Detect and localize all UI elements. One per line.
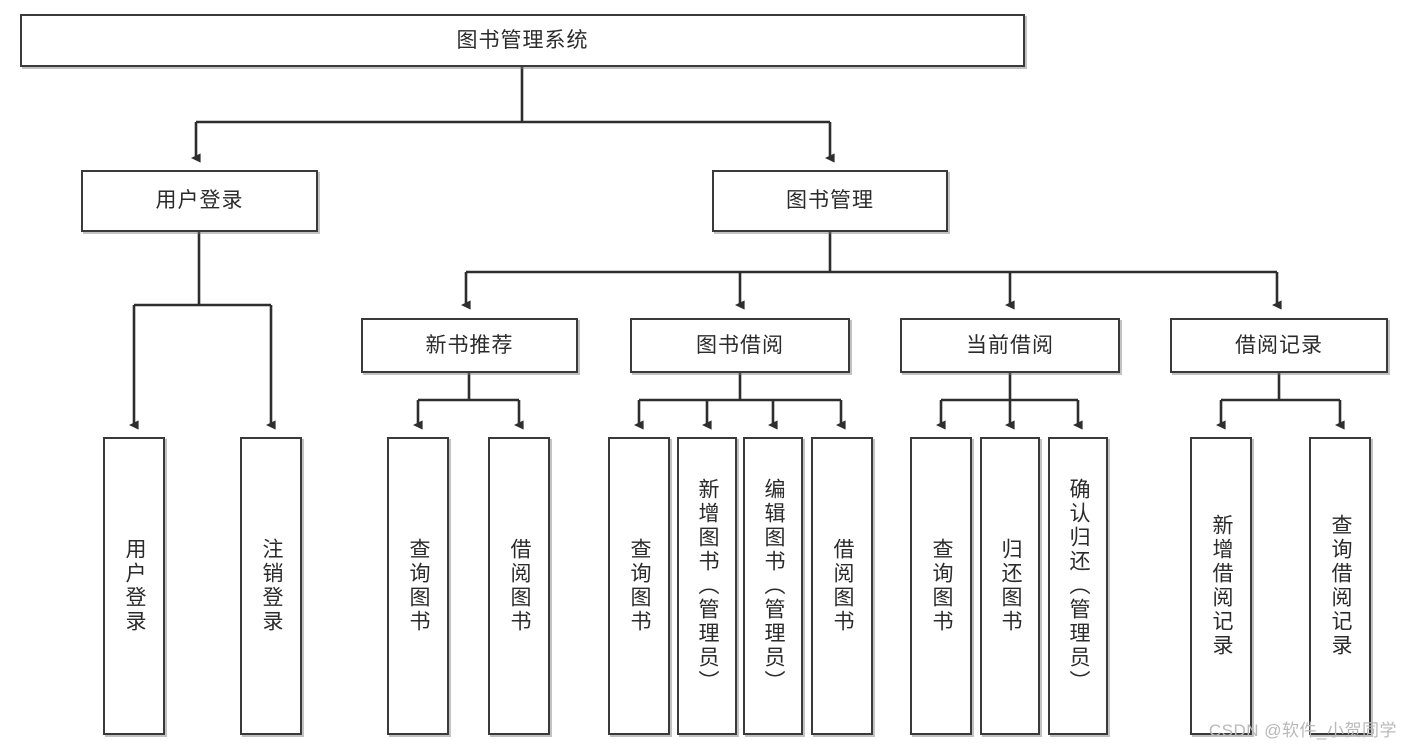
node-label: 借阅记录 xyxy=(1235,333,1323,357)
node-label: 借阅图书 xyxy=(831,538,855,634)
node-label: 图书借阅 xyxy=(696,333,784,357)
node-label: 图书管理 xyxy=(786,189,874,213)
node-leaf-query-book-3[interactable]: 查询图书 xyxy=(910,437,972,735)
watermark-text: CSDN @软件_小贺同学 xyxy=(1208,721,1397,740)
node-label: 查询图书 xyxy=(407,538,431,634)
node-leaf-query-book-2[interactable]: 查询图书 xyxy=(608,437,670,735)
node-user-login[interactable]: 用户登录 xyxy=(81,170,318,232)
node-leaf-user-logout[interactable]: 注销登录 xyxy=(240,437,302,735)
node-label: 新增借阅记录 xyxy=(1210,514,1234,658)
node-label: 新增图书（管理员） xyxy=(696,478,720,694)
node-label: 查询图书 xyxy=(628,538,652,634)
node-label: 确认归还（管理员） xyxy=(1067,478,1091,694)
node-leaf-borrow-book-2[interactable]: 借阅图书 xyxy=(811,437,873,735)
node-label: 新书推荐 xyxy=(425,333,514,357)
node-label: 借阅图书 xyxy=(508,538,532,634)
node-label: 查询借阅记录 xyxy=(1329,514,1353,658)
node-leaf-add-book[interactable]: 新增图书（管理员） xyxy=(677,437,737,735)
node-label: 当前借阅 xyxy=(966,333,1054,357)
node-leaf-query-borrow-record[interactable]: 查询借阅记录 xyxy=(1309,437,1371,735)
node-new-book-recommend[interactable]: 新书推荐 xyxy=(361,318,578,373)
node-leaf-confirm-return[interactable]: 确认归还（管理员） xyxy=(1048,437,1108,735)
node-leaf-add-borrow-record[interactable]: 新增借阅记录 xyxy=(1190,437,1252,735)
node-label: 归还图书 xyxy=(999,538,1023,634)
node-leaf-borrow-book-1[interactable]: 借阅图书 xyxy=(488,437,550,735)
node-label: 查询图书 xyxy=(930,538,954,634)
node-label: 注销登录 xyxy=(260,538,284,634)
node-book-management[interactable]: 图书管理 xyxy=(712,170,948,232)
node-label: 用户登录 xyxy=(123,538,147,634)
node-leaf-edit-book[interactable]: 编辑图书（管理员） xyxy=(743,437,803,735)
node-label: 图书管理系统 xyxy=(456,28,589,52)
node-leaf-query-book-1[interactable]: 查询图书 xyxy=(387,437,449,735)
node-current-borrow[interactable]: 当前借阅 xyxy=(900,318,1120,373)
node-leaf-return-book[interactable]: 归还图书 xyxy=(980,437,1040,735)
node-book-borrow[interactable]: 图书借阅 xyxy=(630,318,850,373)
node-leaf-user-login[interactable]: 用户登录 xyxy=(103,437,165,735)
node-label: 用户登录 xyxy=(155,189,244,213)
node-borrow-record[interactable]: 借阅记录 xyxy=(1170,318,1388,373)
node-label: 编辑图书（管理员） xyxy=(762,478,786,694)
node-book-management-system[interactable]: 图书管理系统 xyxy=(20,14,1025,67)
